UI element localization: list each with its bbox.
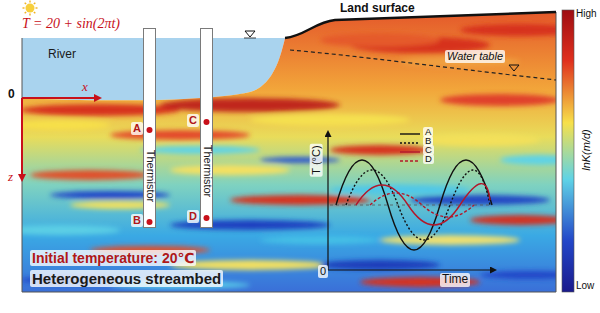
- sensor-points: [147, 219, 153, 225]
- sensor-points: [204, 215, 210, 221]
- inset-plot: [330, 205, 490, 206]
- sun-icon: [34, 3, 35, 4]
- probe-label: Thermistor: [201, 145, 212, 198]
- note-label: Initial temperature: 20℃: [30, 250, 196, 266]
- thermistor-probe: Thermistor: [143, 28, 156, 228]
- sun-icon: [23, 1, 38, 16]
- x-axis-arrow: [22, 97, 100, 99]
- sensor-points: [147, 127, 153, 133]
- sun-icon: [23, 1, 38, 16]
- inset-plot: [356, 184, 490, 225]
- conductivity-field: [10, 120, 110, 130]
- point-label: D: [187, 210, 199, 223]
- inset-plot: [400, 160, 420, 161]
- inset-plot: [346, 170, 490, 240]
- conductivity-field: [420, 134, 540, 146]
- conductivity-field: [320, 33, 440, 47]
- axis-title: T (°C): [310, 143, 323, 176]
- legend-label: D: [423, 154, 434, 164]
- sun-icon: [26, 4, 35, 13]
- sun-icon: [34, 12, 35, 13]
- axis-origin: 0: [318, 265, 328, 278]
- inset-plot: [336, 160, 492, 250]
- probe-label: Thermistor: [144, 150, 155, 203]
- conductivity-field: [0, 10, 580, 292]
- colorbar-title: lnK(m/d): [580, 129, 593, 171]
- land-surface-label: Land surface: [340, 2, 415, 16]
- water-table-symbol: [509, 65, 519, 71]
- water-table-line: [290, 50, 556, 80]
- axis-title: Time: [440, 273, 470, 287]
- conductivity-field: [260, 236, 380, 244]
- conductivity-field: [160, 98, 340, 112]
- inset-plot: [328, 269, 495, 270]
- boundary-condition: T = 20 + sin(2πt): [22, 16, 120, 32]
- water-surface-symbol: [245, 31, 255, 37]
- conductivity-field: [0, 225, 120, 235]
- sun-icon: [25, 3, 26, 4]
- origin-label: 0: [8, 88, 15, 102]
- colorbar-label: Low: [576, 280, 594, 292]
- sun-icon: [29, 14, 30, 16]
- thermistor-probe: Thermistor: [200, 28, 213, 228]
- river-label: River: [48, 48, 76, 62]
- axis-label: z: [8, 170, 13, 185]
- field-frame: [22, 12, 556, 292]
- sun-icon: [25, 12, 26, 13]
- point-label: C: [187, 114, 199, 127]
- inset-plot: [400, 151, 420, 152]
- conductivity-field: [22, 10, 556, 292]
- colorbar: [562, 10, 574, 292]
- sun-icon: [36, 7, 38, 8]
- colorbar-label: High: [576, 8, 597, 20]
- conductivity-field: [470, 215, 570, 225]
- conductivity-field: [320, 260, 440, 270]
- water-surface-symbol: [244, 38, 256, 39]
- point-label: A: [131, 122, 143, 135]
- conductivity-field: [330, 145, 430, 155]
- axis-label: x: [82, 80, 88, 95]
- conductivity-field: [410, 195, 550, 205]
- sensor-points: [204, 119, 210, 125]
- note-label: Heterogeneous streambed: [30, 270, 223, 287]
- water-table-symbol: [509, 65, 519, 71]
- sun-icon: [23, 7, 25, 8]
- inset-plot: [327, 132, 328, 270]
- conductivity-field: [30, 170, 150, 180]
- conductivity-field: [170, 165, 290, 175]
- land-surface-line: [285, 12, 556, 38]
- water-surface-symbol: [244, 31, 256, 38]
- water-table-label: Water table: [445, 50, 505, 63]
- inset-plot: [328, 132, 495, 270]
- conductivity-field: [20, 104, 180, 116]
- conductivity-field: [250, 114, 410, 126]
- z-axis-arrow: [21, 98, 23, 180]
- sun-icon: [29, 1, 30, 3]
- conductivity-field: [0, 24, 580, 289]
- inset-plot: [400, 142, 420, 143]
- inset-plot: [370, 193, 474, 217]
- inset-plot: [400, 133, 420, 134]
- conductivity-field: [440, 94, 560, 106]
- point-label: B: [131, 214, 143, 227]
